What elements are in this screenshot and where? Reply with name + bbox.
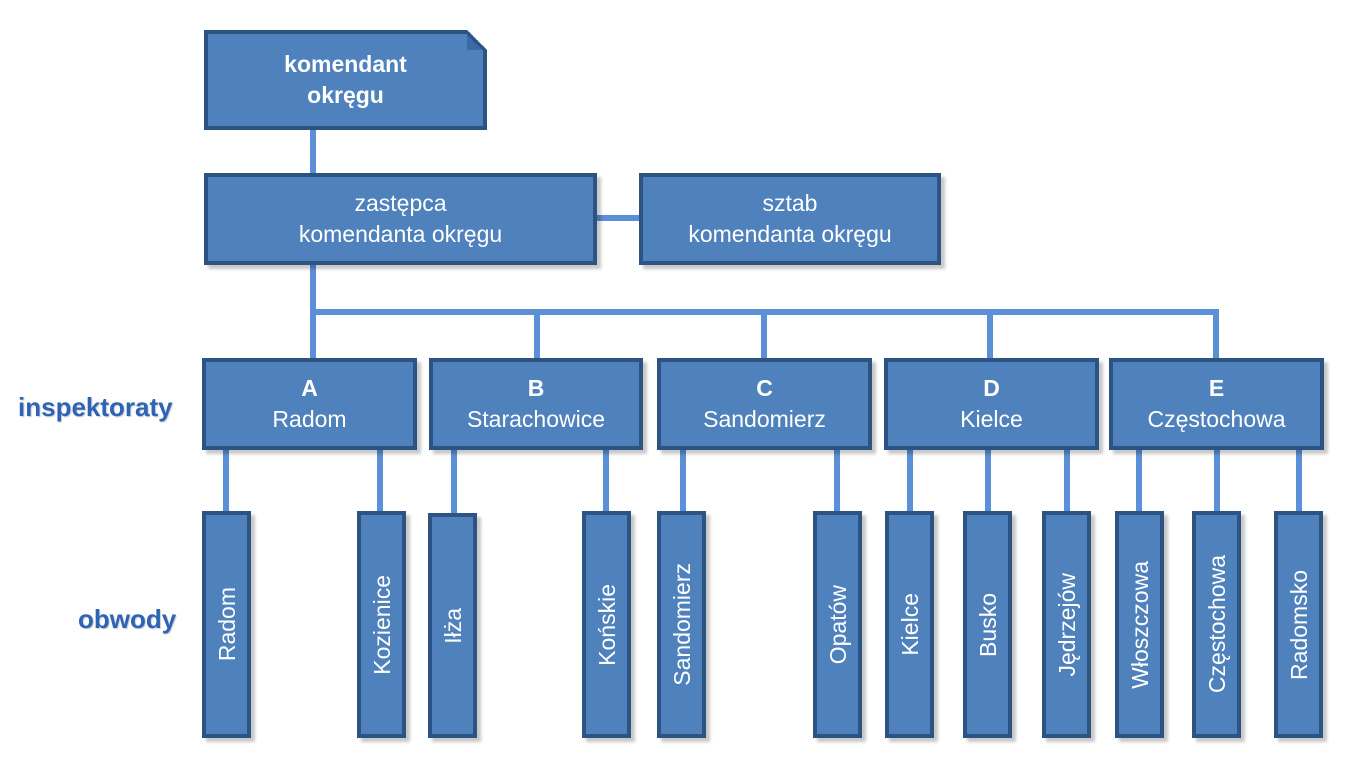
district-ilza: Iłża xyxy=(428,513,477,738)
district-wloszczowa: Włoszczowa xyxy=(1115,511,1164,738)
connector-district-radom xyxy=(223,448,229,514)
connector-district-ilza xyxy=(451,448,457,514)
connector-to-insp-d xyxy=(987,309,993,361)
district-radom: Radom xyxy=(202,511,251,738)
inspectorate-letter: E xyxy=(1208,375,1225,401)
connector-district-wloszczowa xyxy=(1136,448,1142,514)
commander-label-line1: komendant xyxy=(284,51,407,77)
inspectorate-letter: D xyxy=(983,375,1000,401)
staff-label-line2: komendanta okręgu xyxy=(688,221,892,247)
connector-to-insp-e xyxy=(1213,309,1219,361)
deputy-label-line2: komendanta okręgu xyxy=(298,221,503,247)
inspectorate-a: A Radom xyxy=(202,358,417,450)
districts-label: obwody xyxy=(78,604,177,634)
inspectorate-name: Starachowice xyxy=(466,406,606,432)
connector-district-czestochowa xyxy=(1214,448,1220,514)
inspectorate-b: B Starachowice xyxy=(429,358,643,450)
commander-label-line2: okręgu xyxy=(307,82,384,108)
district-label: Busko xyxy=(974,592,1001,657)
inspectorate-letter: A xyxy=(301,375,318,401)
connector-district-busko xyxy=(985,448,991,514)
inspectorate-letter: C xyxy=(756,375,773,401)
connector-district-sandomierz xyxy=(680,448,686,514)
connector-district-radomsko xyxy=(1296,448,1302,514)
connector-to-insp-b xyxy=(534,309,540,361)
district-label: Końskie xyxy=(593,583,620,666)
district-label: Częstochowa xyxy=(1203,555,1230,694)
district-label: Włoszczowa xyxy=(1126,560,1153,689)
inspectorate-c: C Sandomierz xyxy=(657,358,872,450)
connector-district-opatow xyxy=(834,448,840,514)
connector-district-jedrzejow xyxy=(1064,448,1070,514)
district-konskie: Końskie xyxy=(582,511,631,738)
inspectorate-name: Częstochowa xyxy=(1147,406,1286,432)
district-kielce: Kielce xyxy=(885,511,934,738)
district-czestochowa: Częstochowa xyxy=(1192,511,1241,738)
connector-district-konskie xyxy=(603,448,609,514)
inspectorate-name: Radom xyxy=(272,406,347,432)
connector-district-kielce xyxy=(907,448,913,514)
district-sandomierz: Sandomierz xyxy=(657,511,706,738)
inspectorate-d: D Kielce xyxy=(884,358,1099,450)
connector-top-to-deputy xyxy=(310,128,316,174)
district-label: Radomsko xyxy=(1285,569,1312,680)
district-label: Iłża xyxy=(439,607,466,644)
deputy-box: zastępca komendanta okręgu xyxy=(204,173,597,265)
district-label: Radom xyxy=(213,587,240,662)
inspectorate-name: Sandomierz xyxy=(703,406,826,432)
folded-corner-icon xyxy=(467,30,487,50)
inspectorate-e: E Częstochowa xyxy=(1109,358,1324,450)
inspectorate-letter: B xyxy=(527,375,545,401)
district-kozienice: Kozienice xyxy=(357,511,406,738)
district-label: Opatów xyxy=(824,584,851,665)
connector-to-insp-c xyxy=(761,309,767,361)
district-label: Kielce xyxy=(896,593,923,656)
commander-box: komendant okręgu xyxy=(204,30,487,130)
connector-deputy-to-staff xyxy=(595,215,640,221)
district-label: Sandomierz xyxy=(668,563,695,686)
district-opatow: Opatów xyxy=(813,511,862,738)
staff-label-line1: sztab xyxy=(762,190,818,216)
inspectorates-label: inspektoraty xyxy=(18,392,173,422)
inspectorate-name: Kielce xyxy=(960,406,1023,432)
district-label: Jędrzejów xyxy=(1053,572,1080,677)
district-jedrzejow: Jędrzejów xyxy=(1042,511,1091,738)
district-busko: Busko xyxy=(963,511,1012,738)
district-radomsko: Radomsko xyxy=(1274,511,1323,738)
deputy-label-line1: zastępca xyxy=(354,190,447,216)
staff-box: sztab komendanta okręgu xyxy=(639,173,941,265)
district-label: Kozienice xyxy=(368,574,395,675)
connector-district-kozienice xyxy=(377,448,383,514)
